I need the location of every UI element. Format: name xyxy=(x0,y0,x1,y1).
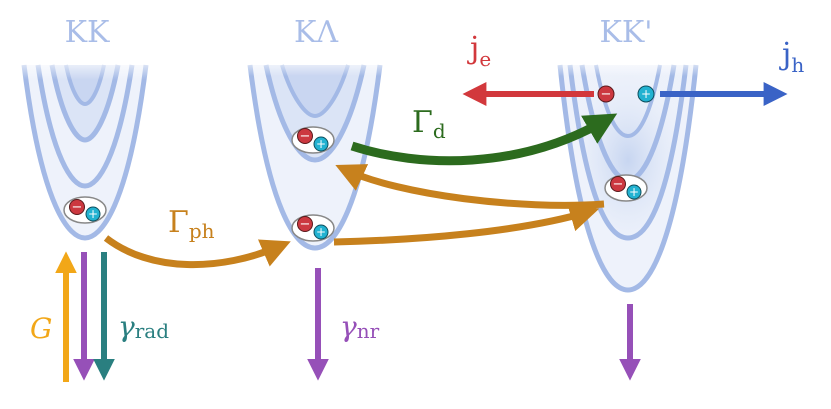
electron-sign: − xyxy=(300,129,311,144)
gamma-rad-label: γrad xyxy=(118,310,169,343)
hole-sign: + xyxy=(88,207,98,221)
electron-icon xyxy=(597,85,615,103)
free-hole: + xyxy=(637,85,655,103)
hole-icon xyxy=(85,206,101,222)
electron-sign: − xyxy=(601,87,612,102)
phonon-arrow-klambda-to-kkprime xyxy=(333,202,600,246)
dissociation-arrow xyxy=(350,113,618,166)
gamma-ph-label: Γph xyxy=(168,205,215,243)
kkprime-valley-label: KK' xyxy=(599,15,652,50)
hole-sign: + xyxy=(641,87,651,101)
gamma-nr-label: γnr xyxy=(340,310,380,343)
free-electron: − xyxy=(597,85,615,103)
hole-sign: + xyxy=(316,225,326,239)
hole-icon xyxy=(313,136,329,152)
electron-icon xyxy=(69,199,85,215)
exciton-kk: − + xyxy=(63,196,107,224)
klambda-valley-label: KΛ xyxy=(294,15,338,50)
kk-valley-label: KK xyxy=(65,15,110,50)
generation-label: G xyxy=(30,312,52,345)
hole-icon xyxy=(637,85,655,103)
exciton-kkprime: − + xyxy=(604,174,648,202)
phonon-arrow-kkprime-to-klambda xyxy=(335,164,605,209)
electron-sign: − xyxy=(613,177,624,192)
hole-sign: + xyxy=(316,137,326,151)
jh-label: jh xyxy=(779,37,804,77)
electron-icon xyxy=(297,128,313,144)
phonon-arrow-kk-to-klambda xyxy=(103,235,291,268)
hole-sign: + xyxy=(629,185,639,199)
je-label: je xyxy=(467,31,491,71)
kk-valley xyxy=(10,55,160,241)
electron-icon xyxy=(297,216,313,232)
electron-sign: − xyxy=(300,217,311,232)
klambda-valley xyxy=(236,55,394,251)
hole-icon xyxy=(313,224,329,240)
electron-icon xyxy=(610,176,626,192)
exciton-klambda-upper: − + xyxy=(291,126,335,154)
gamma-d-label: Γd xyxy=(412,105,446,143)
exciton-klambda-lower: − + xyxy=(291,214,335,242)
hole-icon xyxy=(626,184,642,200)
kkprime-valley xyxy=(546,55,710,293)
electron-sign: − xyxy=(72,200,83,215)
